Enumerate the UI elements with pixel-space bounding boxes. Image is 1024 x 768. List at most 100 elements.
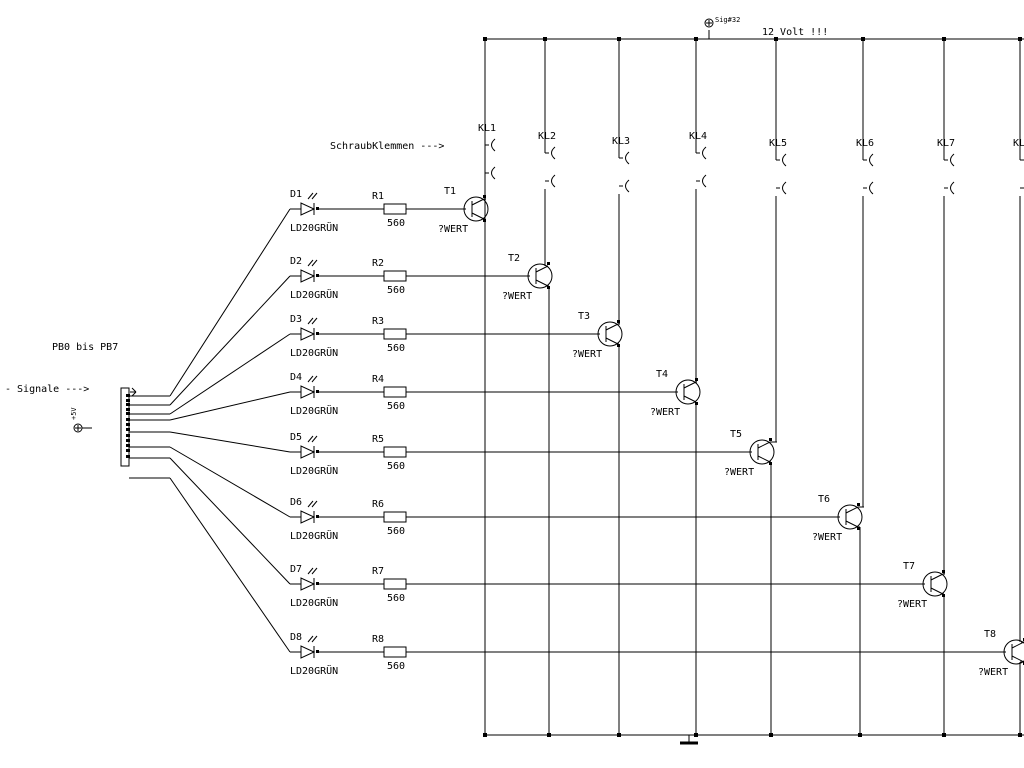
transistor-label: T5 (730, 429, 742, 440)
junction-dot (617, 37, 621, 41)
connector-pin (126, 403, 130, 406)
junction-dot (483, 733, 487, 737)
transistor-icon (922, 570, 948, 597)
junction-dot (547, 733, 551, 737)
resistor-value-label: 560 (387, 661, 405, 672)
led-value-label: LD20GRÜN (290, 464, 338, 477)
light-emission-icon (311, 635, 318, 643)
terminal-label: KL2 (538, 131, 556, 142)
pin-dot (316, 650, 319, 653)
led-diode-icon (300, 192, 319, 216)
screw-terminal-icon (543, 37, 556, 188)
light-emission-icon (311, 192, 318, 200)
transistor-label: T2 (508, 253, 520, 264)
connector-pin (126, 408, 130, 411)
fanout-wire (169, 391, 291, 421)
transistor-label: T6 (818, 494, 830, 505)
connector-pin (126, 423, 130, 426)
plus5v-label: +5V (70, 407, 78, 420)
transistor-label: T4 (656, 369, 668, 380)
light-emission-icon (307, 375, 314, 383)
led-label: D2 (290, 256, 302, 267)
light-emission-icon (311, 317, 318, 325)
screw-terminal-icon (694, 37, 707, 188)
led-value-label: LD20GRÜN (290, 596, 338, 609)
light-emission-icon (307, 500, 314, 508)
transistor-value-label: ?WERT (502, 291, 532, 302)
resistor-icon (383, 386, 407, 398)
junction-dot (942, 37, 946, 41)
connector-pin (126, 394, 130, 397)
resistor-value-label: 560 (387, 526, 405, 537)
pin-dot (316, 332, 319, 335)
transistor-value-label: ?WERT (897, 599, 927, 610)
port-connector (73, 387, 137, 467)
led-diode-icon (300, 375, 319, 399)
resistor-label: R3 (372, 316, 384, 327)
fanout-wire (169, 477, 291, 653)
fanout-wire (169, 446, 291, 518)
led-value-label: LD20GRÜN (290, 404, 338, 417)
pin-dot (316, 450, 319, 453)
terminal-label: KL7 (937, 138, 955, 149)
signals-label: - Signale ---> (5, 384, 89, 395)
light-emission-icon (307, 567, 314, 575)
terminal-label: KL8 (1013, 138, 1024, 149)
connector-pin (126, 439, 130, 442)
resistor-icon (383, 203, 407, 215)
resistor-label: R2 (372, 258, 384, 269)
light-emission-icon (307, 192, 314, 200)
light-emission-icon (311, 500, 318, 508)
led-value-label: LD20GRÜN (290, 221, 338, 234)
connector-pin (126, 428, 130, 431)
transistor-value-label: ?WERT (650, 407, 680, 418)
transistor-icon (837, 503, 863, 530)
led-label: D5 (290, 432, 302, 443)
transistor-label: T7 (903, 561, 915, 572)
transistor-value-label: ?WERT (812, 532, 842, 543)
resistor-label: R1 (372, 191, 384, 202)
resistor-value-label: 560 (387, 285, 405, 296)
connector-pin (126, 444, 130, 447)
led-label: D1 (290, 189, 302, 200)
terminal-label: KL4 (689, 131, 707, 142)
transistor-value-label: ?WERT (572, 349, 602, 360)
junction-dot (861, 37, 865, 41)
junction-dot (617, 733, 621, 737)
junction-dot (1018, 733, 1022, 737)
resistor-icon (383, 511, 407, 523)
port-label: PB0 bis PB7 (52, 342, 118, 353)
resistor-label: R5 (372, 434, 384, 445)
led-label: D6 (290, 497, 302, 508)
junction-dot (858, 733, 862, 737)
pin-dot (316, 582, 319, 585)
resistor-label: R6 (372, 499, 384, 510)
led-diode-icon (300, 435, 319, 459)
light-emission-icon (311, 567, 318, 575)
led-label: D4 (290, 372, 302, 383)
light-emission-icon (307, 435, 314, 443)
resistor-icon (383, 270, 407, 282)
terminal-label: KL3 (612, 136, 630, 147)
junction-dot (694, 733, 698, 737)
fanout-wire (169, 333, 291, 415)
screw-terminal-icon (1018, 37, 1024, 189)
led-value-label: LD20GRÜN (290, 529, 338, 542)
connector-pin (126, 399, 130, 402)
screw-terminal-icon (861, 37, 874, 195)
resistor-label: R8 (372, 634, 384, 645)
led-label: D8 (290, 632, 302, 643)
connector-pin (126, 412, 130, 415)
bus-wires (484, 18, 1024, 745)
resistor-value-label: 560 (387, 461, 405, 472)
screw-terminal-icon (483, 37, 496, 180)
screw-terminals-label: SchraubKlemmen ---> (330, 141, 444, 152)
terminal-label: KL6 (856, 138, 874, 149)
terminal-label: KL1 (478, 123, 496, 134)
light-emission-icon (307, 259, 314, 267)
junction-dot (543, 37, 547, 41)
